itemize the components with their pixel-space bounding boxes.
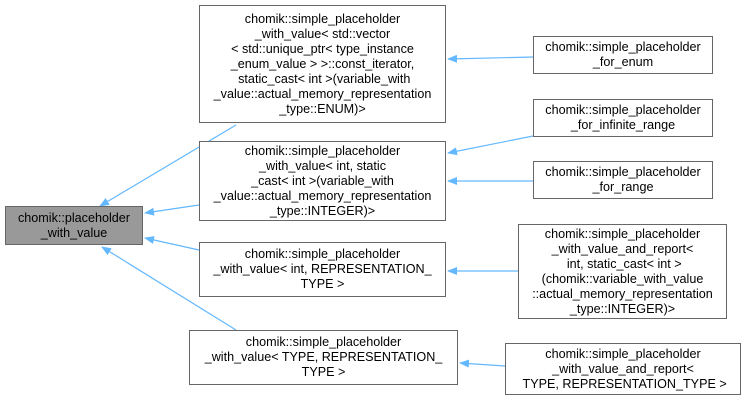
node-label: chomik::simple_placeholder _with_value< … (213, 247, 432, 291)
node-simple-placeholder-for-enum[interactable]: chomik::simple_placeholder _for_enum (533, 36, 713, 74)
inheritance-edge-int_base-to-root (144, 204, 200, 216)
node-label: chomik::simple_placeholder _with_value< … (204, 335, 443, 379)
node-label: chomik::simple_placeholder _for_infinite… (545, 103, 701, 132)
node-simple-placeholder-for-range[interactable]: chomik::simple_placeholder _for_range (533, 161, 713, 199)
node-label: chomik::simple_placeholder _with_value< … (213, 11, 432, 116)
node-placeholder-with-value: chomik::placeholder _with_value (5, 206, 143, 245)
inheritance-edge-for_infinite_range-to-int_base (447, 135, 534, 156)
inheritance-edge-type_base-to-root (101, 246, 237, 331)
inheritance-edge-enum_base-to-root (99, 124, 237, 207)
node-label: chomik::simple_placeholder _with_value_a… (522, 346, 727, 391)
node-simple-placeholder-with-value-and-report-int[interactable]: chomik::simple_placeholder _with_value_a… (518, 224, 727, 319)
node-label: chomik::placeholder _with_value (17, 210, 130, 240)
node-simple-placeholder-with-value-enum[interactable]: chomik::simple_placeholder _with_value< … (199, 5, 446, 123)
node-simple-placeholder-with-value-and-report-type[interactable]: chomik::simple_placeholder _with_value_a… (505, 343, 741, 395)
node-simple-placeholder-for-infinite-range[interactable]: chomik::simple_placeholder _for_infinite… (533, 99, 713, 137)
node-label: chomik::simple_placeholder _with_value< … (213, 143, 432, 218)
inheritance-edge-report_type-to-type_base (459, 359, 506, 368)
node-label: chomik::simple_placeholder _for_range (545, 165, 701, 194)
node-simple-placeholder-with-value-int-representation[interactable]: chomik::simple_placeholder _with_value< … (199, 242, 446, 297)
node-label: chomik::simple_placeholder _with_value_a… (532, 226, 713, 316)
inheritance-edge-rep_base-to-root (144, 236, 200, 251)
node-simple-placeholder-with-value-type-representation[interactable]: chomik::simple_placeholder _with_value< … (189, 330, 458, 385)
node-simple-placeholder-with-value-integer[interactable]: chomik::simple_placeholder _with_value< … (199, 141, 446, 221)
node-label: chomik::simple_placeholder _for_enum (545, 40, 701, 69)
inheritance-edge-for_enum-to-enum_base (447, 54, 534, 63)
